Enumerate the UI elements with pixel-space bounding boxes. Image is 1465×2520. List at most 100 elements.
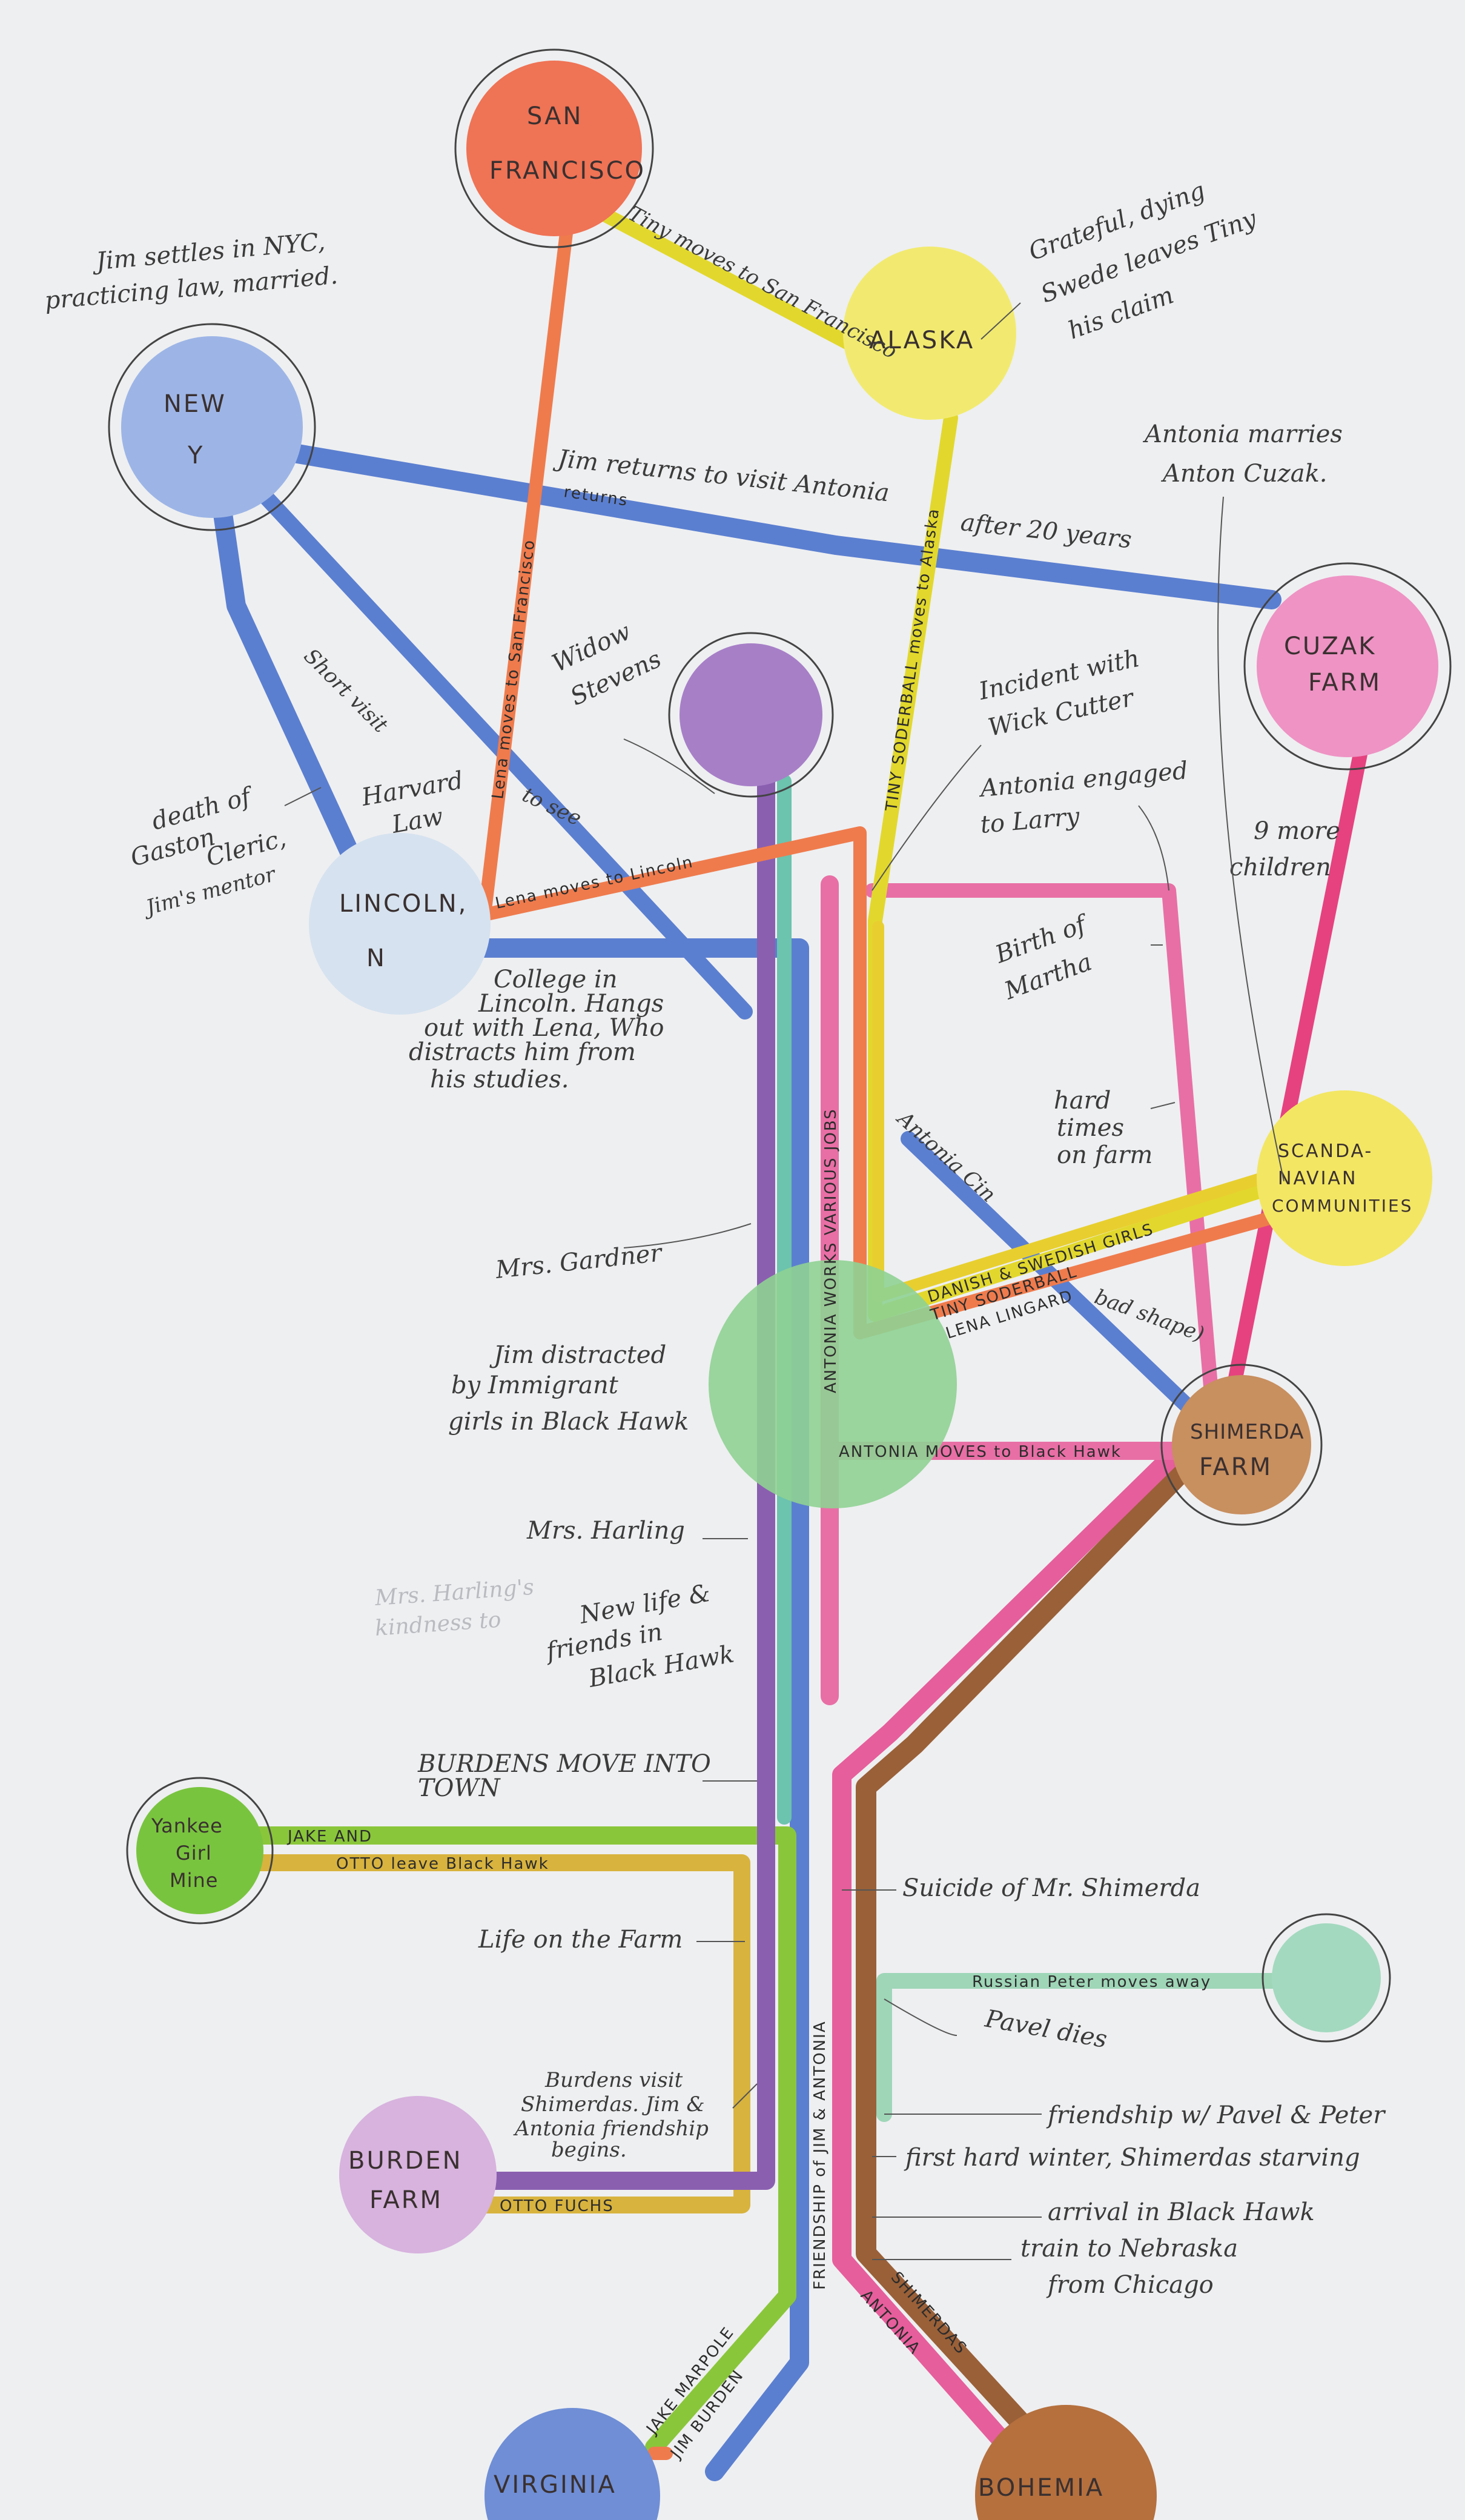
note-burdens-visit: Shimerdas. Jim & (521, 2092, 705, 2117)
note-train: train to Nebraska (1020, 2235, 1238, 2263)
route-label-jake-and: JAKE AND (286, 1828, 372, 1846)
route-label-friendship: FRIENDSHIP of JIM & ANTONIA (811, 2020, 829, 2290)
station-label: FARM (1199, 1453, 1272, 1481)
note-jim-settles: practicing law, married. (44, 262, 339, 315)
note-faded-text: kindness to (374, 1608, 502, 1641)
route-label-otto-fuchs: OTTO FUCHS (500, 2197, 614, 2215)
route-label-short-visit: Short visit (299, 644, 393, 738)
note-death-gaston: Cleric, (203, 824, 289, 872)
route-cuzak (1225, 720, 1373, 1401)
note-after-20-years: after 20 years (959, 508, 1133, 554)
note-nine-more: children (1229, 854, 1331, 881)
note-college: Lincoln. Hangs (478, 990, 664, 1018)
station-label: SHIMERDA (1190, 1420, 1304, 1444)
route-jim-short-visit (204, 431, 753, 1020)
note-death-gaston: Jim's mentor (140, 862, 279, 921)
note-jim-distracted: Jim distracted (489, 1341, 666, 1369)
station-label: N (366, 944, 386, 972)
route-antonia (832, 1432, 1197, 2481)
note-burdens-visit: Antonia friendship (513, 2117, 709, 2141)
station-label: Girl (176, 1842, 212, 1865)
note-to-see: to see (518, 783, 585, 831)
leader-lines (284, 302, 1285, 2260)
note-harvard: Harvard (359, 766, 465, 812)
station-yankee-girl-mine[interactable]: Yankee Girl Mine (126, 1777, 274, 1925)
station-bohemia[interactable]: BOHEMIA (975, 2405, 1157, 2520)
station-shimerda-farm[interactable]: SHIMERDA FARM (1160, 1364, 1323, 1526)
note-burdens-move: TOWN (418, 1774, 501, 1802)
note-antonia-marries: Anton Cuzak. (1160, 460, 1328, 488)
route-label-antonia-cin: Antonia Cin (891, 1106, 1000, 1207)
note-arrival: arrival in Black Hawk (1048, 2198, 1315, 2226)
station-new-york[interactable]: NEW Y (108, 323, 316, 531)
note-suicide: Suicide of Mr. Shimerda (902, 1874, 1200, 1902)
station-label: CUZAK (1284, 632, 1377, 660)
station-alaska[interactable]: ALASKA (843, 247, 1016, 420)
note-harvard: Law (389, 803, 445, 839)
station-scandinavian-communities[interactable]: SCANDA- NAVIAN COMMUNITIES (1257, 1090, 1432, 1266)
note-college: his studies. (430, 1066, 569, 1093)
station-label: SAN (527, 102, 583, 130)
note-nine-more: 9 more (1254, 817, 1340, 845)
stations: SAN FRANCISCO ALASKA NEW Y CUZAK FARM LI… (108, 48, 1452, 2520)
station-widow-stevens[interactable] (668, 632, 834, 798)
note-train: from Chicago (1046, 2271, 1214, 2299)
note-college: College in (494, 966, 618, 993)
route-label-russian-peter: Russian Peter moves away (972, 1973, 1211, 1991)
route-jake (233, 1826, 796, 2456)
station-lincoln[interactable]: LINCOLN, N (309, 833, 491, 1015)
station-russia[interactable] (1262, 1913, 1391, 2043)
note-hard-times: hard (1054, 1087, 1111, 1115)
station-black-hawk[interactable] (709, 1260, 957, 1508)
note-jim-distracted: by Immigrant (451, 1371, 619, 1399)
route-mrs-harling (463, 718, 775, 2190)
note-antonia-marries: Antonia marries (1142, 420, 1343, 448)
note-jim-distracted: girls in Black Hawk (448, 1408, 689, 1436)
note-hard-times: on farm (1057, 1141, 1152, 1169)
note-burdens-visit: Burdens visit (544, 2068, 683, 2092)
station-label: ALASKA (869, 327, 974, 354)
station-label: Mine (170, 1869, 218, 1892)
note-burdens-visit: begins. (551, 2138, 627, 2162)
note-faded-text: Mrs. Harling's (374, 1575, 535, 1611)
route-lena (478, 227, 1278, 2460)
station-label: Yankee (151, 1814, 223, 1837)
station-label: BURDEN (348, 2147, 463, 2175)
note-pavel-dies: Pavel dies (982, 2004, 1109, 2054)
station-label: COMMUNITIES (1272, 1196, 1413, 1216)
station-burden-farm[interactable]: BURDEN FARM (339, 2096, 497, 2253)
station-cuzak-farm[interactable]: CUZAK FARM (1243, 562, 1452, 771)
note-mrs-gardner: Mrs. Gardner (494, 1239, 664, 1284)
note-life-on-farm: Life on the Farm (478, 1926, 683, 1954)
station-label: VIRGINIA (494, 2471, 617, 2499)
note-engaged: Antonia engaged (977, 757, 1189, 803)
note-hard-times: times (1057, 1114, 1124, 1142)
route-label-antonia-jobs: ANTONIA WORKS VARIOUS JOBS (822, 1108, 840, 1393)
station-virginia[interactable]: VIRGINIA (484, 2408, 660, 2520)
station-label: Y (187, 442, 204, 469)
note-college: distracts him from (409, 1038, 636, 1066)
note-burdens-move: BURDENS MOVE INTO (417, 1750, 711, 1778)
note-engaged: to Larry (979, 803, 1082, 839)
station-label: NAVIAN (1278, 1168, 1357, 1189)
note-first-winter: first hard winter, Shimerdas starving (904, 2144, 1360, 2172)
route-label-antonia-moves: ANTONIA MOVES to Black Hawk (839, 1443, 1122, 1461)
route-label-otto-leave: OTTO leave Black Hawk (336, 1855, 549, 1873)
station-label: NEW (164, 390, 227, 418)
note-mrs-harling: Mrs. Harling (526, 1517, 685, 1545)
station-label: FARM (369, 2186, 443, 2214)
station-san-francisco[interactable]: SAN FRANCISCO (454, 48, 654, 248)
route-otto (246, 1854, 750, 2213)
station-label: LINCOLN, (339, 890, 468, 918)
route-jim (202, 429, 1281, 2481)
route-label-lena-lincoln: Lena moves to Lincoln (494, 853, 695, 913)
station-label: BOHEMIA (978, 2474, 1104, 2502)
note-college: out with Lena, Who (424, 1014, 664, 1042)
note-friendship-pavel: friendship w/ Pavel & Peter (1046, 2101, 1386, 2129)
station-label: FRANCISCO (489, 157, 646, 185)
station-label: FARM (1308, 669, 1381, 697)
route-pavel-peter (876, 1973, 1310, 2122)
route-shimerdas (856, 1431, 1222, 2482)
station-label: SCANDA- (1278, 1141, 1373, 1162)
